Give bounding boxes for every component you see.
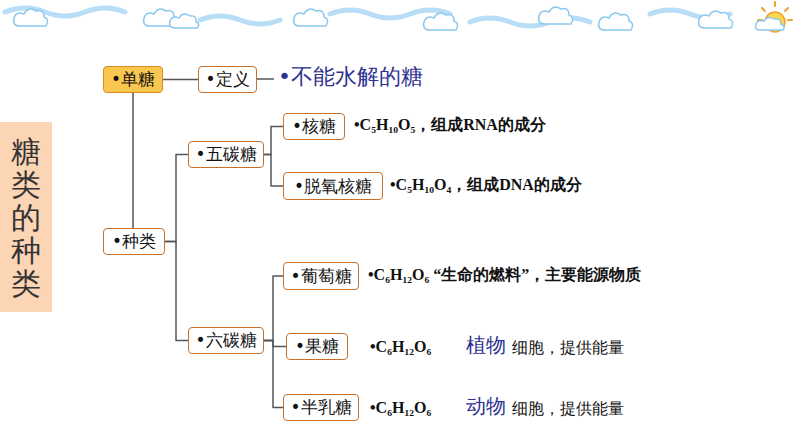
tree-connector — [264, 341, 283, 408]
sugar-box: •半乳糖 — [283, 394, 359, 421]
node-text: •核糖 — [292, 116, 336, 136]
node-text: •六碳糖 — [195, 330, 256, 350]
note-text: 细胞，提供能量 — [512, 338, 624, 357]
sugar-box: •核糖 — [283, 113, 345, 140]
tree-connector — [132, 93, 134, 228]
node-text: •脱氧核糖 — [294, 176, 372, 196]
node-text: •定义 — [205, 69, 249, 89]
sugar-box: •葡萄糖 — [283, 262, 359, 290]
leader-line — [256, 78, 274, 80]
node-text: •半乳糖 — [290, 397, 351, 417]
tree-connector — [264, 127, 283, 155]
category-box: •五碳糖 — [188, 141, 264, 168]
formula-text: •C₆H₁₂O₆ — [370, 398, 431, 417]
tree-connector — [264, 276, 283, 341]
node-text: •单糖 — [111, 69, 155, 89]
definition-text: •不能水解的糖 — [278, 64, 423, 90]
sugar-box: •脱氧核糖 — [283, 172, 383, 200]
branch-box: •种类 — [103, 228, 165, 255]
side-title-band: 糖类的种类 — [0, 122, 52, 312]
formula-note: •C₅H₁₀O₅，组成RNA的成分 — [354, 115, 546, 134]
node-text: •葡萄糖 — [290, 266, 351, 286]
category-box: •六碳糖 — [188, 327, 264, 354]
tree-connector — [165, 242, 188, 341]
highlight-word: 植物 — [466, 333, 506, 357]
clouds — [14, 7, 733, 30]
formula-note: •C₅H₁₀O₄，组成DNA的成分 — [390, 175, 582, 194]
node-text: 糖类的种类 — [11, 135, 41, 300]
formula-note: •C₆H₁₂O₆ “生命的燃料”，主要能源物质 — [368, 265, 641, 284]
tree-connector — [165, 155, 188, 242]
sugar-box: •果糖 — [286, 333, 348, 360]
node-text: •种类 — [112, 231, 156, 251]
sun — [756, 2, 793, 32]
node-text: •果糖 — [295, 336, 339, 356]
tree-connector — [264, 155, 283, 187]
formula-text: •C₆H₁₂O₆ — [370, 337, 431, 356]
note-text: 细胞，提供能量 — [512, 399, 624, 418]
highlight-word: 动物 — [466, 394, 506, 418]
node-text: •五碳糖 — [195, 144, 256, 164]
tree-connector — [163, 79, 198, 81]
tree-connector — [264, 341, 286, 347]
root-box: •单糖 — [103, 66, 163, 93]
branch-box: •定义 — [198, 66, 257, 93]
